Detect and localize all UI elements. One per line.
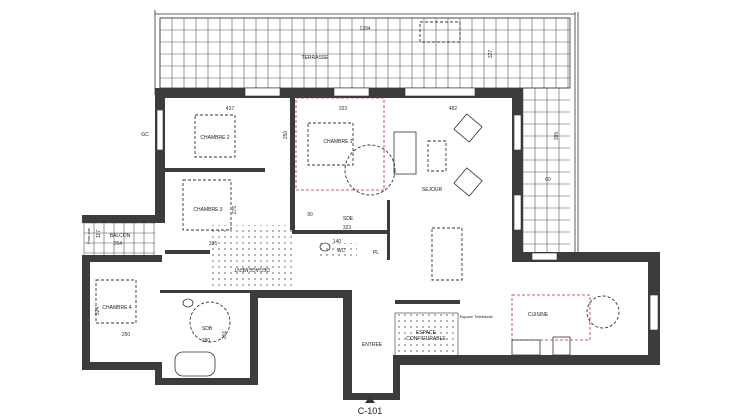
label-wc: WC [337,248,346,254]
walls [82,88,660,400]
dim-terrace-depth: 327 [488,50,494,59]
dim-sejour: 482 [449,106,458,112]
dim-chambre-4-width: 250 [122,332,131,338]
cooktop [552,336,571,356]
sink [511,339,541,356]
sofa [393,131,417,175]
label-degagement: DEGAGEMENT [234,266,270,272]
turning-circle [189,301,231,343]
label-espace-configurable: CONFIGURABLE [406,336,446,342]
label-gc: GC [141,132,149,138]
terrace-table [419,21,461,43]
toilet [182,298,194,308]
label-espace-configurable: ESPACE [416,330,437,336]
label-sdb: SDB [202,326,213,332]
balcony-grid [83,222,155,255]
bed-chambre-1 [307,122,354,166]
dim-chambre-3-width: 335 [209,241,218,247]
label-pl: PL [373,250,379,256]
bed-chambre-3 [182,179,232,231]
label-sejour: SEJOUR [422,187,443,193]
dim-chambre-2: 437 [226,106,235,112]
dining-table [431,227,463,281]
furniture [95,113,620,377]
dim-balcon-width: 264 [114,241,123,247]
dim-balcon-depth: 117 [96,230,102,238]
degagement-zone [212,225,296,290]
bathtub [174,351,216,377]
dim-sdb-depth: 261 [222,331,228,340]
turning-circle [344,144,396,196]
dim-terrace-side: 395 [554,132,560,141]
dim-chambre-3-depth: 275 [232,206,238,215]
dim-sdb-width: 280 [202,338,211,344]
dim-sde-small: 90 [307,212,313,218]
armchair [453,113,483,143]
bed-chambre-4 [95,279,137,324]
dim-chambre-1-depth: 250 [283,131,289,140]
windows [156,87,659,331]
label-chambre-4: CHAMBRE 4 [102,305,131,311]
label-sde: SDE [343,216,354,222]
label-chambre-3: CHAMBRE 3 [193,207,222,213]
dim-sde-width: 323 [343,225,352,231]
plan-reference: C-101 [358,406,383,416]
dim-terrace-width: 1394 [359,26,370,32]
kitchen-table [586,295,620,329]
terrace-grid [159,17,570,252]
bed-chambre-2 [194,114,236,158]
label-espace-teletravail: Espace Télétravail [460,314,493,319]
dim-chambre-4-depth: 324 [95,307,101,316]
dim-terrace-side-width: 60 [545,177,551,183]
label-entree: ENTREE [362,342,383,348]
dim-chambre-1: 323 [339,106,348,112]
label-balcon: BALCON [110,233,131,239]
dim-wc: 140 [333,239,342,245]
section-marker-icon [365,396,375,403]
wc-zone [317,243,357,258]
label-chambre-1: CHAMBRE 1 [323,139,352,145]
label-pare-vue: Pare-vue [86,227,91,244]
label-chambre-2: CHAMBRE 2 [200,135,229,141]
armchair [453,167,483,197]
label-cuisine: CUISINE [528,312,549,318]
label-terrasse: TERRASSE [302,55,330,61]
espace-configurable-zone [394,312,459,359]
coffee-table [427,140,447,172]
